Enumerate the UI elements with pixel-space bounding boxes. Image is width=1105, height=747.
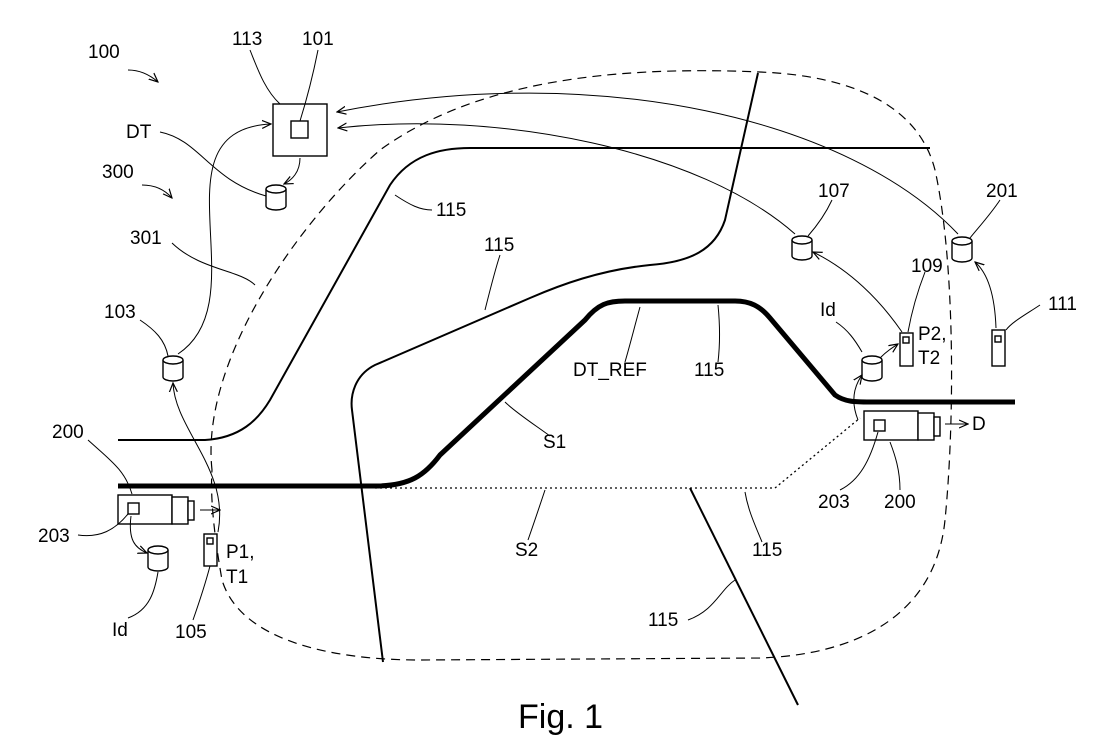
database-103	[163, 356, 183, 381]
pointer-300	[142, 185, 172, 198]
database-id-right	[862, 356, 882, 381]
leader-301	[172, 243, 255, 285]
label-115-b: 115	[484, 235, 514, 256]
leader-id-right	[836, 322, 862, 352]
leader-115-a	[395, 195, 432, 210]
label-s1: S1	[543, 432, 566, 453]
label-t1: T1	[226, 567, 248, 588]
label-113: 113	[232, 29, 262, 50]
database-id-left	[148, 546, 168, 571]
route-s1	[118, 301, 1015, 486]
label-dt-ref: DT_REF	[573, 360, 647, 381]
leader-105	[193, 566, 210, 620]
sensor-109	[900, 333, 913, 366]
label-101: 101	[302, 29, 334, 50]
leader-s2	[528, 490, 545, 540]
vehicle-200-right	[864, 411, 940, 440]
leader-115-e	[688, 580, 735, 620]
road-115-upper	[118, 148, 930, 440]
vehicle-200-left	[118, 495, 194, 524]
pointer-100	[128, 70, 158, 82]
leader-203-right	[840, 432, 878, 490]
label-115-d: 115	[752, 540, 782, 561]
leader-109	[908, 272, 925, 332]
label-201: 201	[986, 181, 1018, 202]
label-200-right: 200	[884, 492, 916, 513]
flow-server-to-dt	[284, 158, 300, 184]
label-p2: P2,	[918, 324, 947, 345]
flow-103-to-server	[178, 124, 271, 354]
label-115-a: 115	[436, 200, 466, 221]
leader-201	[970, 200, 1000, 238]
label-id-left: Id	[112, 620, 128, 641]
label-103: 103	[104, 302, 136, 323]
database-107	[792, 236, 812, 260]
leader-id-left	[128, 572, 158, 618]
label-203-left: 203	[38, 526, 70, 547]
sensor-105	[204, 534, 217, 566]
leader-115-c	[718, 305, 720, 362]
flow-111-to-201	[975, 262, 996, 328]
label-105: 105	[175, 622, 207, 643]
route-s2	[375, 418, 860, 488]
label-301: 301	[130, 228, 162, 249]
figure-caption: Fig. 1	[518, 698, 603, 736]
label-id-right: Id	[820, 300, 836, 321]
flow-201-to-server	[337, 93, 958, 234]
leader-s1	[505, 402, 550, 436]
label-dt: DT	[126, 122, 152, 143]
leader-115-b	[485, 255, 500, 310]
label-115-e: 115	[648, 610, 678, 631]
road-115-lower-right	[690, 488, 798, 705]
leader-dtref	[625, 307, 640, 362]
label-107: 107	[818, 181, 850, 202]
unit-101	[291, 121, 308, 138]
leader-113	[250, 50, 280, 104]
label-115-c: 115	[694, 360, 724, 381]
flow-id-right-to-109	[880, 344, 898, 358]
leader-107	[808, 200, 832, 236]
label-p1: P1,	[226, 542, 255, 563]
label-200-left: 200	[52, 422, 84, 443]
leader-115-d	[745, 492, 762, 542]
label-109: 109	[911, 256, 943, 277]
label-203-right: 203	[818, 492, 850, 513]
label-s2: S2	[515, 540, 538, 561]
label-111: 111	[1048, 294, 1077, 315]
sensor-111	[992, 330, 1005, 366]
leader-dt	[160, 132, 266, 196]
leader-103	[140, 320, 168, 356]
label-300: 300	[102, 162, 134, 183]
label-100: 100	[88, 42, 120, 63]
leader-111	[1006, 305, 1040, 330]
database-dt	[266, 185, 286, 210]
label-t2: T2	[918, 348, 940, 369]
label-d: D	[972, 414, 986, 435]
database-201	[952, 237, 972, 262]
leader-200-right	[890, 442, 900, 490]
flow-203-to-id-right	[854, 375, 862, 420]
